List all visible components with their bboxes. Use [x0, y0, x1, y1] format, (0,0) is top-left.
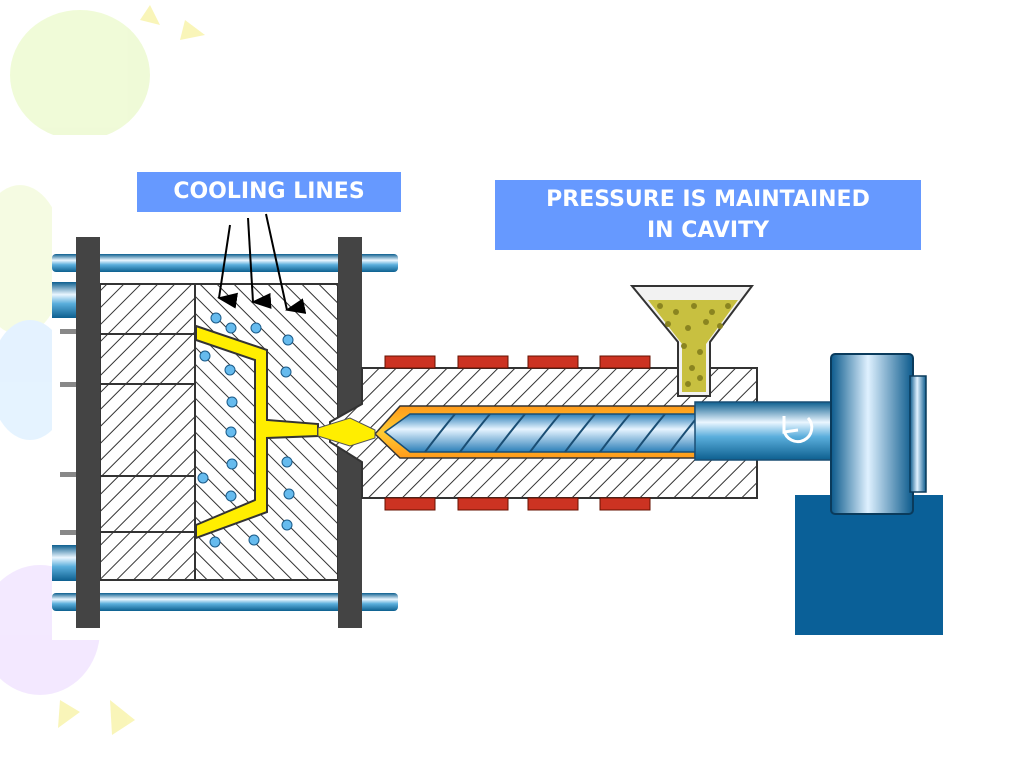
clockwise-rotation-icon [782, 416, 814, 444]
screw [383, 413, 701, 453]
fixed-platen [76, 237, 100, 628]
hopper [629, 285, 754, 397]
heater-bands [384, 355, 651, 511]
cooling-lines-text: COOLING LINES [173, 179, 365, 204]
mold-cavity-part [195, 324, 319, 540]
cooling-arrows [217, 213, 307, 314]
cooling-lines-label: COOLING LINES [137, 172, 401, 212]
background-decoration [0, 5, 205, 735]
pressure-label-line1: PRESSURE IS MAINTAINED [546, 187, 870, 212]
drive-unit [694, 353, 943, 635]
pressure-label: PRESSURE IS MAINTAINED IN CAVITY [495, 180, 921, 250]
pressure-label-line2: IN CAVITY [646, 218, 770, 243]
cooling-channels [197, 312, 295, 548]
tie-bars [52, 254, 398, 611]
